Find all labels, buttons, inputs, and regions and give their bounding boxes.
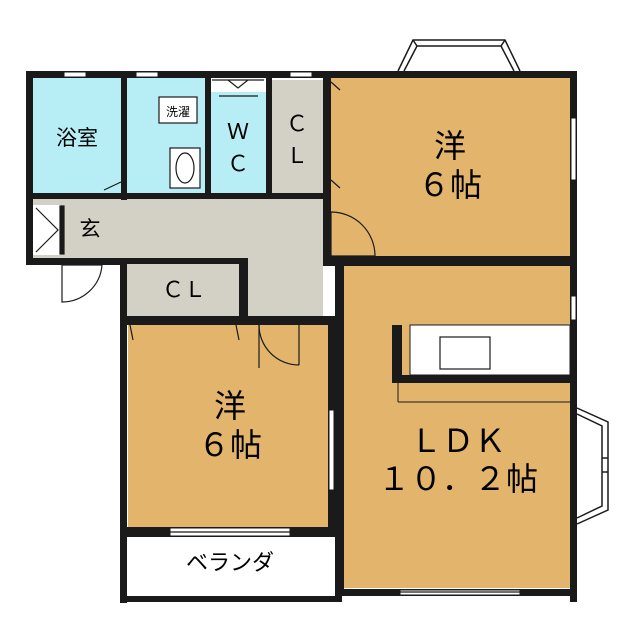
doors [61,79,520,593]
bay-window-right [576,407,609,525]
entrance-floor [33,205,61,255]
western-upper-label-kind: 洋 [434,127,466,165]
bath-label: 浴室 [56,126,98,150]
ldk-label-kind: ＬＤＫ [410,422,506,460]
closet-upper-floor [272,80,323,193]
entrance-shoe-box [35,205,65,255]
western-lower-label-size: ６帖 [198,426,262,464]
western-lower-floor [128,325,328,527]
entrance-label: 玄 [80,217,101,241]
closet-upper-label-c: Ｃ [286,112,308,137]
washer-icon [158,96,198,124]
western-upper-label-size: ６帖 [418,166,482,204]
balcony-label: ベランダ [186,551,274,576]
laundry-label: 洗濯 [166,105,190,119]
western-upper-floor [331,78,570,256]
kitchen-counter [392,324,571,403]
bath-floor [33,78,121,193]
closet-upper-label-l: Ｌ [286,144,308,169]
wc-label-c: Ｃ [227,152,249,177]
ldk-label-size: １０．２帖 [378,460,538,498]
balcony-floor [128,537,328,593]
closet-middle-label: ＣＬ [162,278,206,303]
ldk-floor [344,266,570,588]
wc-label-w: Ｗ [227,120,249,145]
bay-window-top [397,39,521,72]
wc-floor [211,92,266,193]
western-lower-label-kind: 洋 [214,387,246,425]
closet-middle-floor [127,264,239,316]
wash-basin-icon [169,147,201,189]
